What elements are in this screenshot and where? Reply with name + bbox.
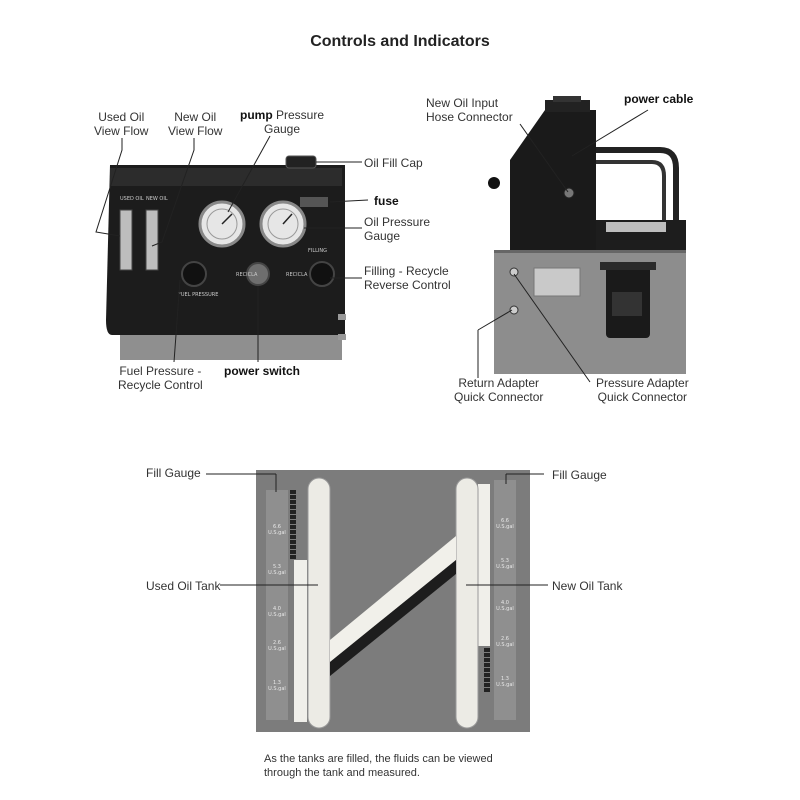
fill-gauge-right-tick bbox=[484, 653, 490, 657]
label-new-oil-view-flow: New Oil View Flow bbox=[168, 110, 223, 138]
fill-gauge-left-tick bbox=[290, 550, 296, 554]
tank-leader-lines bbox=[206, 473, 548, 586]
fill-gauge-left-tick bbox=[290, 535, 296, 539]
fill-gauge-left-tick bbox=[290, 545, 296, 549]
fill-gauge-left-tick-label: 4.0 U.S.gal bbox=[268, 606, 286, 618]
svg-text:NEW OIL: NEW OIL bbox=[146, 196, 168, 202]
label-power-switch: power switch bbox=[224, 364, 301, 378]
label-fill-gauge-right: Fill Gauge bbox=[552, 468, 607, 482]
caption: As the tanks are filled, the fluids can … bbox=[264, 753, 493, 779]
fill-gauge-left-tick bbox=[290, 530, 296, 534]
fill-gauge-right-tick-label: 1.3 U.S.gal bbox=[496, 676, 514, 688]
label-used-oil-tank: Used Oil Tank bbox=[146, 579, 221, 593]
fill-gauge-right-tick bbox=[484, 683, 490, 687]
label-return-adapter-quick-connector: Return Adapter Quick Connector bbox=[454, 376, 544, 404]
fill-gauge-left-tick-label: 5.3 U.S.gal bbox=[268, 564, 286, 576]
svg-text:RECICLA: RECICLA bbox=[236, 272, 258, 278]
side-leader-lines bbox=[477, 109, 649, 383]
fill-gauge-left-tick bbox=[290, 555, 296, 559]
svg-text:FILLING: FILLING bbox=[308, 248, 327, 254]
fill-gauge-left-tick bbox=[290, 515, 296, 519]
svg-text:RECICLA: RECICLA bbox=[286, 272, 308, 278]
label-filling-recycle-reverse-control: Filling - Recycle Reverse Control bbox=[364, 264, 451, 292]
label-pressure-adapter-quick-connector: Pressure Adapter Quick Connector bbox=[596, 376, 689, 404]
fill-gauge-right-tick bbox=[484, 648, 490, 652]
label-fuse: fuse bbox=[374, 194, 399, 208]
front-machine: USED OIL NEW OIL RECICLA RECICLA FUEL PR… bbox=[106, 155, 346, 360]
side-machine bbox=[488, 96, 686, 374]
label-pump-bold: pump bbox=[240, 108, 273, 122]
fill-gauge-left-tick bbox=[290, 510, 296, 514]
page-title: Controls and Indicators bbox=[310, 33, 490, 50]
fill-gauge-left-tick bbox=[290, 505, 296, 509]
fill-gauge-right-tick bbox=[484, 688, 490, 692]
fill-gauge-right-tick bbox=[484, 668, 490, 672]
svg-text:USED OIL: USED OIL bbox=[120, 196, 144, 202]
fill-gauge-right-tick-label: 5.3 U.S.gal bbox=[496, 558, 514, 570]
fill-gauge-right-tick bbox=[484, 663, 490, 667]
label-new-oil-tank: New Oil Tank bbox=[552, 579, 623, 593]
label-pump-pressure-gauge: pump Pressure Gauge bbox=[240, 108, 324, 136]
fill-gauge-left-tick bbox=[290, 490, 296, 494]
label-oil-pressure-gauge: Oil Pressure Gauge bbox=[364, 215, 431, 243]
fill-gauge-left-tick-label: 2.6 U.S.gal bbox=[268, 640, 286, 652]
tank-view bbox=[256, 470, 530, 732]
fill-gauge-left-tick bbox=[290, 540, 296, 544]
label-new-oil-input-hose-connector: New Oil Input Hose Connector bbox=[426, 96, 513, 124]
fill-gauge-left-tick bbox=[290, 500, 296, 504]
label-oil-fill-cap: Oil Fill Cap bbox=[364, 156, 423, 170]
fill-gauge-left-tick-label: 6.6 U.S.gal bbox=[268, 524, 286, 536]
front-leader-lines bbox=[95, 135, 369, 363]
fill-gauge-right-tick-label: 4.0 U.S.gal bbox=[496, 600, 514, 612]
fill-gauge-right-tick bbox=[484, 678, 490, 682]
label-used-oil-view-flow: Used Oil View Flow bbox=[94, 110, 149, 138]
fill-gauge-right-tick-label: 2.6 U.S.gal bbox=[496, 636, 514, 648]
fill-gauge-left-tick bbox=[290, 525, 296, 529]
svg-text:FUEL PRESSURE: FUEL PRESSURE bbox=[178, 292, 218, 298]
label-power-cable: power cable bbox=[624, 92, 694, 106]
fill-gauge-right-tick-label: 6.6 U.S.gal bbox=[496, 518, 514, 530]
fill-gauge-left-tick-label: 1.3 U.S.gal bbox=[268, 680, 286, 692]
label-pump-rest: Pressure Gauge bbox=[264, 108, 325, 136]
fill-gauge-right-tick bbox=[484, 658, 490, 662]
label-fill-gauge-left: Fill Gauge bbox=[146, 466, 201, 480]
fill-gauge-right-tick bbox=[484, 673, 490, 677]
label-fuel-pressure-recycle-control: Fuel Pressure - Recycle Control bbox=[118, 364, 203, 392]
fill-gauge-left-tick bbox=[290, 520, 296, 524]
fill-gauge-left-tick bbox=[290, 495, 296, 499]
